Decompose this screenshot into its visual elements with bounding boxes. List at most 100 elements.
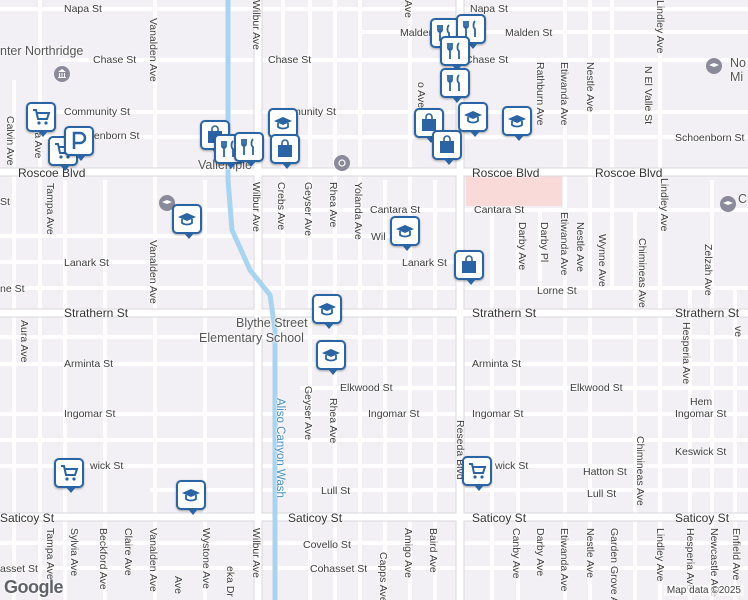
poi-north-mi-1[interactable]: No	[730, 56, 746, 70]
restaurant-icon	[221, 140, 234, 157]
street-o-ave: o Ave	[415, 82, 427, 109]
street-ingomar-1: Ingomar St	[64, 408, 116, 420]
street-etiwanda-2: Etiwanda Ave	[558, 528, 570, 592]
street-hatton: Hatton St	[583, 466, 627, 478]
street-lindley-1: Lindley Ave	[654, 0, 666, 54]
shopping-cart-icon	[33, 109, 51, 125]
restaurant-icon	[437, 24, 450, 41]
restaurant-pin[interactable]	[440, 68, 470, 103]
restaurant-pin[interactable]	[440, 36, 470, 71]
street-tampa-1: Tampa Ave	[44, 183, 56, 235]
street-fragment-st: St	[0, 196, 10, 208]
street-napa-2: Napa St	[470, 3, 508, 15]
school-pin[interactable]	[316, 340, 346, 375]
street-amigo: Amigo Ave	[402, 528, 414, 579]
school-icon	[274, 117, 292, 130]
street-garden-grove: Garden Grove Ave	[608, 528, 620, 600]
shopping-bag-icon	[278, 139, 292, 157]
school-icon	[396, 225, 414, 238]
poi-blythe-school-line1[interactable]: Blythe Street	[236, 316, 308, 330]
museum-icon	[54, 66, 70, 82]
water-aliso-canyon-wash: Aliso Canyon Wash	[274, 398, 286, 498]
poi-north-mi-2[interactable]: Mi	[730, 70, 744, 84]
street-chase-2: Chase St	[268, 54, 312, 66]
street-lorne-1: ne St	[0, 283, 25, 295]
street-wilbur-2: Wilbur Ave	[250, 182, 262, 232]
street-etiwanda-1b: Etiwanda Ave	[558, 212, 570, 276]
poi-blythe-school-line2[interactable]: Elementary School	[199, 331, 304, 345]
street-keswick-2: Keswick St	[675, 446, 727, 458]
street-ingomar-4: Ingomar St	[675, 408, 727, 420]
school-icon	[318, 303, 336, 316]
street-wystone: Wystone Ave	[200, 528, 212, 589]
street-el-valle: N El Valle St	[642, 66, 654, 125]
street-arminta-1: Arminta St	[64, 358, 114, 370]
shopping-cart-pin[interactable]	[26, 102, 56, 137]
street-zelzah: Zelzah Ave	[702, 244, 714, 296]
street-hem: Hem	[690, 396, 713, 408]
street-rhea-1: Rhea Ave	[327, 182, 339, 228]
school-icon	[178, 213, 196, 226]
school-pin[interactable]	[458, 102, 488, 137]
street-etiwanda-1: Etiwanda Ave	[558, 62, 570, 126]
street-roscoe-3: Roscoe Blvd	[595, 166, 663, 180]
school-pin[interactable]	[172, 204, 202, 239]
school-pin[interactable]	[176, 480, 206, 515]
street-elkwood-2: Elkwood St	[570, 382, 623, 394]
street-cohasset: Cohasset St	[310, 563, 368, 575]
street-ave-left: Ave	[172, 576, 184, 594]
school-pin[interactable]	[390, 216, 420, 251]
street-chase-1: Chase St	[93, 54, 137, 66]
street-nestle-1b: Nestle Ave	[574, 222, 586, 273]
shopping-bag-pin[interactable]	[454, 250, 484, 285]
street-ingomar-3: Ingomar St	[472, 408, 524, 420]
street-saticoy-1: Saticoy St	[0, 511, 55, 525]
street-covello: Covello St	[303, 539, 351, 551]
google-logo: Google	[4, 577, 64, 597]
shopping-cart-icon	[61, 465, 79, 481]
street-saticoy-2: Saticoy St	[288, 511, 343, 525]
school-icon	[508, 115, 526, 128]
street-lanark-2: Lanark St	[402, 257, 447, 269]
street-lull-1: Lull St	[321, 485, 351, 497]
parking-pin[interactable]	[64, 126, 94, 161]
school-pin[interactable]	[312, 294, 342, 329]
shopping-cart-pin[interactable]	[54, 458, 84, 493]
street-darby-ave-2: Darby Ave	[534, 528, 546, 577]
shopping-bag-pin[interactable]	[270, 134, 300, 169]
street-lanark-1: Lanark St	[64, 257, 109, 269]
street-schoenborn-2: Schoenborn St	[675, 132, 745, 144]
street-strathern-1: Strathern St	[64, 306, 129, 320]
street-lindley-2: Lindley Ave	[658, 178, 670, 232]
street-ave-top: Ave	[402, 0, 414, 18]
street-roscoe-2: Roscoe Blvd	[472, 166, 540, 180]
street-vanalden-3: Vanalden Ave	[147, 528, 159, 592]
shopping-cart-pin[interactable]	[462, 456, 492, 491]
map-attribution: Map data ©2025	[663, 585, 744, 596]
restaurant-icon	[463, 20, 476, 37]
poi-center-northridge[interactable]: nter Northridge	[0, 44, 84, 58]
street-chimineas-2: Chimineas Ave	[634, 436, 646, 506]
education-icon	[706, 58, 722, 74]
education-icon	[159, 195, 175, 211]
street-enfield: Enfield Ave	[730, 528, 742, 581]
shopping-bag-pin[interactable]	[432, 130, 462, 165]
poi-c-right[interactable]: C	[738, 192, 748, 206]
street-baird: Baird Ave	[427, 528, 439, 573]
street-capps: Capps Ave	[377, 552, 389, 600]
street-aura: Aura Ave	[18, 320, 30, 363]
restaurant-pin[interactable]	[234, 132, 264, 167]
street-darby-ave-1: Darby Ave	[516, 222, 528, 271]
street-beckford: Beckford Ave	[97, 528, 109, 590]
street-calvin: Calvin Ave	[4, 116, 16, 166]
street-elkwood-1: Elkwood St	[340, 382, 393, 394]
street-ingomar-2: Ingomar St	[368, 408, 420, 420]
street-saticoy-4: Saticoy St	[675, 511, 730, 525]
street-strathern-2: Strathern St	[472, 306, 537, 320]
school-pin[interactable]	[502, 106, 532, 141]
street-geyser-1: Geyser Ave	[302, 182, 314, 237]
street-keswick-3: wick St	[495, 460, 529, 472]
street-crebs: Crebs Ave	[275, 182, 287, 231]
